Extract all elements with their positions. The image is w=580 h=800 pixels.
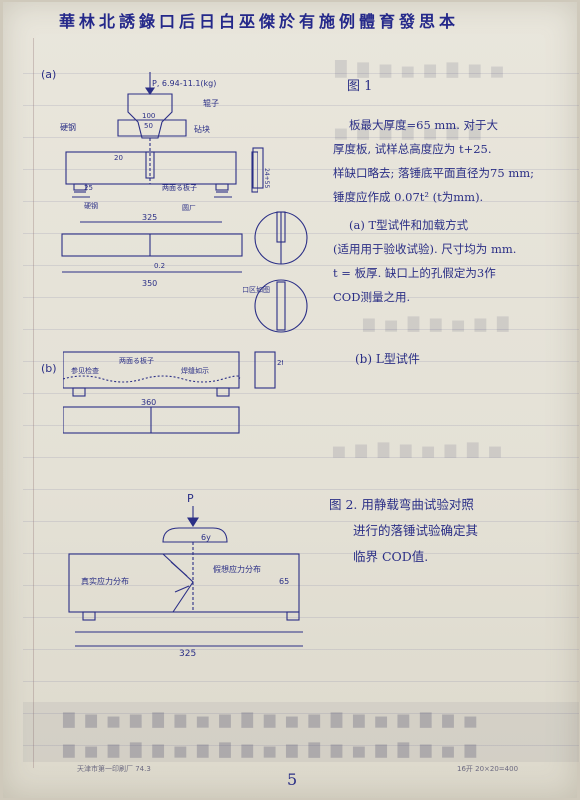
fig-a-w350: 350: [142, 279, 157, 288]
fig-a-w50: 50: [144, 122, 153, 130]
note-2c: t = 板厚. 缺口上的孔假定为3作: [333, 266, 496, 280]
fig-c-gy: 6y: [201, 533, 211, 542]
fig-a-h-right: 24+55: [263, 168, 270, 188]
note-1d: 锤度应作成 0.07t² (t为mm).: [333, 190, 484, 204]
fig-b-w360: 360: [141, 398, 156, 407]
page-number: 5: [287, 770, 298, 789]
ruled-lines: [23, 42, 579, 762]
header-text: 華林北誘錄口后日白巫傑於有施例體育發思本: [59, 12, 460, 31]
note-2b: (适用用于验收试验). 尺寸均为 mm.: [333, 242, 517, 256]
fig-c-assumed: 假想应力分布: [213, 564, 261, 574]
fig-b-h: 2t: [277, 359, 283, 367]
bleed-through: ▅ ▆ ▇ ▆ ▅ ▆ ▇: [335, 122, 484, 140]
fig-a-steel-tag: 硬钢: [84, 201, 98, 210]
margin-line: [33, 38, 34, 768]
footer-left: 天津市第一印刷厂 74.3: [77, 765, 151, 773]
fig-a-d25: 25: [84, 184, 93, 192]
label-a: (a): [41, 68, 57, 81]
fig2-caption-1: 图 2. 用静载弯曲试验对照: [329, 497, 474, 512]
fig-a-load: P, 6.94-11.1(kg): [152, 79, 216, 88]
document-page: █ ▇ ▆ ▅ ▆ ▇ ▆ ▅ ▅ ▆ ▇ ▆ ▅ ▆ ▇ ▆ ▅ ▇ ▆ ▅ …: [3, 2, 579, 798]
bleed-through: ▇ ▆ ▅ ▆ ▇ ▆ ▅ ▆ ▇ ▆ ▅ ▆ ▇ ▆ ▅ ▆ ▇ ▆ ▅: [63, 710, 480, 728]
fig2-caption-3: 临界 COD值.: [353, 549, 429, 564]
notch-detail-drawing: 24+55 缺口区如图: [243, 147, 308, 333]
fig-a-roller: 辊子: [203, 98, 219, 108]
bleed-through: ▆ ▅ ▇ ▆ ▅ ▆ ▇: [363, 314, 512, 332]
fig-a-w20: 20: [114, 154, 123, 162]
fig-a-weld-panel: 两面る板子: [162, 183, 197, 192]
fig-b-weld-panel: 两面る板子: [119, 356, 154, 365]
note-1a: 板最大厚度=65 mm. 对于大: [349, 118, 499, 132]
note-1c: 样缺口略去; 落锤底平面直径为75 mm;: [333, 166, 535, 180]
fig-a-gap: 0.2: [154, 262, 165, 270]
fig-c-actual: 真实应力分布: [81, 576, 129, 586]
bleed-through: █ ▇ ▆ ▅ ▆ ▇ ▆ ▅: [335, 60, 506, 78]
fig-a-w100: 100: [142, 112, 155, 120]
figure-c-drawing: P 6y 真实应力分布 假想应力分布 65 325: [68, 492, 303, 659]
note-1b: 厚度板, 试样总高度应为 t+25.: [333, 142, 492, 156]
fig-a-hard-steel: 硬钢: [60, 122, 76, 132]
label-b: (b): [41, 362, 57, 375]
note-2d: COD测量之用.: [333, 290, 411, 304]
fig-a-support: 圆ㄏ: [182, 204, 196, 212]
fig-c-load: P: [187, 492, 194, 505]
fig-b-seam: 焊缝如示: [181, 366, 209, 375]
footer-right: 16开 20×20=400: [457, 765, 519, 773]
bleed-through: ▅ ▆ ▇ ▆ ▅ ▆ ▇ ▅: [333, 440, 504, 458]
note-2a: (a) T型试件和加载方式: [349, 218, 469, 232]
fig-a-w325: 325: [142, 213, 157, 222]
note-3: (b) L型试件: [355, 352, 420, 366]
smudge-band: [23, 702, 579, 762]
figure-a-drawing: P, 6.94-11.1(kg) 100 50 20 硬钢 砧块 辊子 两面る板…: [60, 72, 258, 288]
figure-b-drawing: 两面る板子 参见检查 焊缝如示 360 2t: [63, 351, 283, 434]
fig-c-w325: 325: [179, 649, 196, 659]
fig-b-check: 参见检查: [71, 366, 99, 375]
fig-a-anvil: 砧块: [194, 124, 210, 134]
fig1-label: 图 1: [347, 79, 373, 94]
fig-c-h65: 65: [279, 577, 289, 586]
bleed-through: ▆ ▅ ▆ ▇ ▆ ▅ ▆ ▇ ▆ ▅ ▆ ▇ ▆ ▅ ▆ ▇ ▆ ▅ ▆: [63, 740, 480, 758]
fig-a-notch: 缺口区如图: [243, 285, 270, 294]
fig2-caption-2: 进行的落锤试验确定其: [353, 523, 479, 538]
